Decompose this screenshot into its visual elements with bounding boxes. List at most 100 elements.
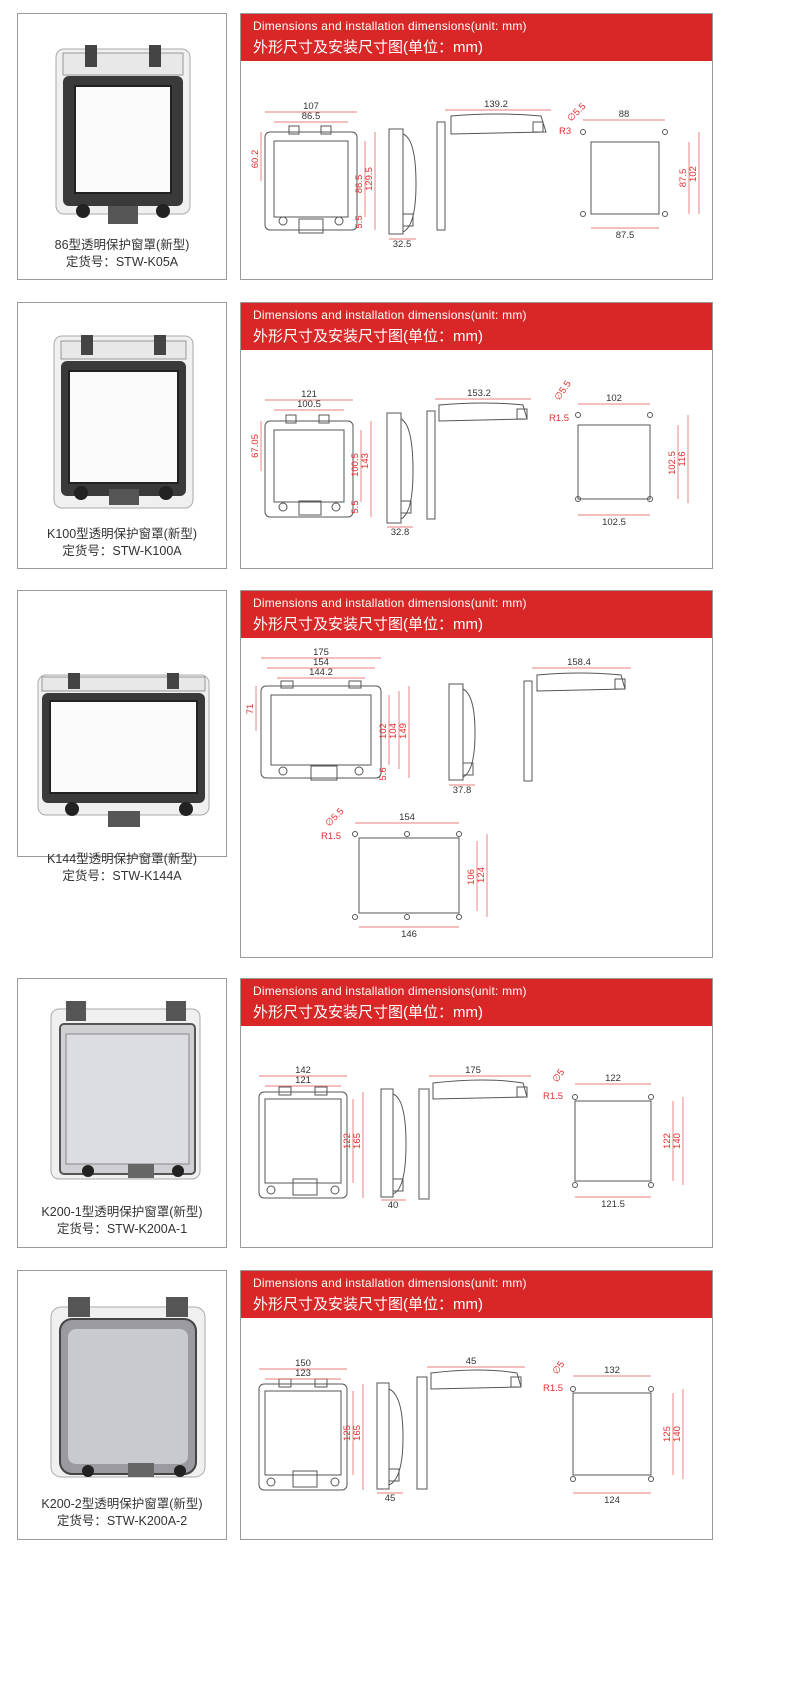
dim-label: 88 bbox=[619, 109, 630, 120]
dim-label: 121 bbox=[301, 389, 317, 400]
product-name: K200-2型透明保护窗罩(新型) bbox=[41, 1497, 203, 1511]
dimension-drawing: 107 86.5 60.2 86.5 129.5 5.5 32.5 139.2 … bbox=[250, 99, 700, 250]
dim-label: 124 bbox=[604, 1495, 620, 1506]
header-en: Dimensions and installation dimensions(u… bbox=[253, 596, 527, 610]
dim-label: 143 bbox=[360, 453, 371, 469]
product-photo bbox=[53, 41, 193, 241]
dim-label: 32.8 bbox=[391, 527, 410, 538]
dim-label: R1.5 bbox=[543, 1091, 563, 1102]
dim-label: 86.5 bbox=[354, 175, 365, 194]
header-zh: 外形尺寸及安装尺寸图(单位：mm) bbox=[253, 39, 483, 56]
dim-label: 165 bbox=[352, 1425, 363, 1441]
dim-label: ∅5 bbox=[550, 1359, 567, 1376]
dim-label: 116 bbox=[677, 451, 688, 466]
header-zh: 外形尺寸及安装尺寸图(单位：mm) bbox=[253, 1296, 483, 1313]
product-code: 定货号：STW-K100A bbox=[62, 544, 182, 558]
dim-label: 140 bbox=[672, 1133, 683, 1149]
dim-label: 124 bbox=[476, 867, 487, 883]
dim-label: ∅5.5 bbox=[565, 101, 588, 124]
dim-label: 87.5 bbox=[678, 169, 689, 188]
dim-label: 104 bbox=[388, 723, 399, 739]
dim-label: R1.5 bbox=[549, 413, 569, 424]
product-code: 定货号：STW-K144A bbox=[62, 869, 182, 883]
dim-label: 150 bbox=[295, 1358, 311, 1369]
dim-label: 37.8 bbox=[453, 785, 472, 796]
dimension-header: Dimensions and installation dimensions(u… bbox=[241, 979, 712, 1026]
product-name: K100型透明保护窗罩(新型) bbox=[46, 527, 198, 541]
dim-label: 140 bbox=[672, 1426, 683, 1442]
dim-label: 100.5 bbox=[297, 399, 321, 410]
dim-label: ∅5.5 bbox=[323, 806, 346, 829]
header-en: Dimensions and installation dimensions(u… bbox=[253, 308, 527, 322]
dim-label: 129.5 bbox=[364, 167, 375, 191]
dim-label: 106 bbox=[466, 869, 477, 885]
dim-label: 5.6 bbox=[378, 767, 389, 780]
dimension-panel-k144a: Dimensions and installation dimensions(u… bbox=[240, 590, 713, 958]
product-name: 86型透明保护窗罩(新型) bbox=[54, 238, 190, 252]
dimension-panel-k05a: Dimensions and installation dimensions(u… bbox=[240, 13, 713, 280]
dimension-panel-k200a-1: Dimensions and installation dimensions(u… bbox=[240, 978, 713, 1248]
dim-label: 107 bbox=[303, 101, 319, 112]
header-zh: 外形尺寸及安装尺寸图(单位：mm) bbox=[253, 1004, 483, 1021]
product-name: K144型透明保护窗罩(新型) bbox=[46, 852, 198, 866]
dim-label: 153.2 bbox=[467, 388, 491, 399]
dim-label: 149 bbox=[398, 723, 409, 739]
dim-label: 165 bbox=[352, 1133, 363, 1149]
header-en: Dimensions and installation dimensions(u… bbox=[253, 1276, 527, 1290]
product-card-k200a-2: K200-2型透明保护窗罩(新型) 定货号：STW-K200A-2 bbox=[17, 1270, 227, 1540]
dim-label: 123 bbox=[295, 1368, 311, 1379]
dim-label: 45 bbox=[385, 1493, 396, 1504]
dim-label: R3 bbox=[559, 126, 571, 137]
dimension-drawing: 150 123 125 165 45 45 132 ∅5 R1.5 125 14… bbox=[258, 1356, 684, 1506]
dim-label: 125 bbox=[662, 1426, 673, 1442]
dim-label: 122 bbox=[662, 1133, 673, 1149]
product-code: 定货号：STW-K200A-2 bbox=[56, 1514, 188, 1528]
dim-label: ∅5 bbox=[550, 1067, 567, 1084]
header-en: Dimensions and installation dimensions(u… bbox=[253, 984, 527, 998]
dim-label: 125 bbox=[342, 1425, 353, 1441]
product-photo bbox=[51, 331, 196, 518]
product-code: 定货号：STW-K05A bbox=[65, 255, 179, 269]
dim-label: 102 bbox=[378, 723, 389, 739]
dim-label: 121.5 bbox=[601, 1199, 625, 1210]
product-card-k05a: 86型透明保护窗罩(新型) 定货号：STW-K05A bbox=[17, 13, 227, 280]
dim-label: 154 bbox=[399, 812, 415, 823]
dimension-panel-k100a: Dimensions and installation dimensions(u… bbox=[240, 302, 713, 569]
header-en: Dimensions and installation dimensions(u… bbox=[253, 19, 527, 33]
dim-label: 139.2 bbox=[484, 99, 508, 110]
product-code: 定货号：STW-K200A-1 bbox=[56, 1222, 188, 1236]
dim-label: 102 bbox=[688, 166, 699, 182]
product-card-k200a-1: K200-1型透明保护窗罩(新型) 定货号：STW-K200A-1 bbox=[17, 978, 227, 1248]
product-photo bbox=[36, 671, 211, 836]
dimension-header: Dimensions and installation dimensions(u… bbox=[241, 591, 712, 638]
dim-label: 102 bbox=[606, 393, 622, 404]
product-card-k144a: K144型透明保护窗罩(新型) 定货号：STW-K144A bbox=[17, 590, 227, 883]
dim-label: 100.5 bbox=[350, 453, 361, 477]
dim-label: 154 bbox=[313, 657, 329, 668]
dimension-panel-k200a-2: Dimensions and installation dimensions(u… bbox=[240, 1270, 713, 1540]
product-photo bbox=[48, 999, 203, 1194]
dim-label: 121 bbox=[295, 1075, 311, 1086]
dim-label: 5.5 bbox=[350, 500, 361, 513]
dim-label: 142 bbox=[295, 1065, 311, 1076]
dim-label: 87.5 bbox=[616, 230, 635, 241]
dim-label: 132 bbox=[604, 1365, 620, 1376]
dim-label: 122 bbox=[605, 1073, 621, 1084]
dim-label: 146 bbox=[401, 929, 417, 940]
dim-label: ∅5.5 bbox=[552, 379, 573, 403]
dimension-drawing: 175 154 144.2 71 102 104 149 5.6 37.8 15… bbox=[245, 647, 631, 940]
header-zh: 外形尺寸及安装尺寸图(单位：mm) bbox=[253, 616, 483, 633]
dimension-drawing: 142 121 122 165 40 175 122 ∅5 R1.5 122 1… bbox=[258, 1065, 684, 1211]
header-zh: 外形尺寸及安装尺寸图(单位：mm) bbox=[253, 328, 483, 345]
product-card-k100a: K100型透明保护窗罩(新型) 定货号：STW-K100A bbox=[17, 302, 227, 569]
dim-label: 144.2 bbox=[309, 667, 333, 678]
dim-label: 158.4 bbox=[567, 657, 591, 668]
dim-label: 5.5 bbox=[354, 215, 365, 228]
dim-label: 71 bbox=[245, 704, 256, 715]
dimension-header: Dimensions and installation dimensions(u… bbox=[241, 1271, 712, 1318]
dim-label: 32.5 bbox=[393, 239, 412, 250]
dim-label: 102.5 bbox=[602, 517, 626, 528]
product-photo bbox=[48, 1297, 208, 1492]
dim-label: 45 bbox=[466, 1356, 477, 1367]
dim-label: 40 bbox=[388, 1200, 399, 1211]
